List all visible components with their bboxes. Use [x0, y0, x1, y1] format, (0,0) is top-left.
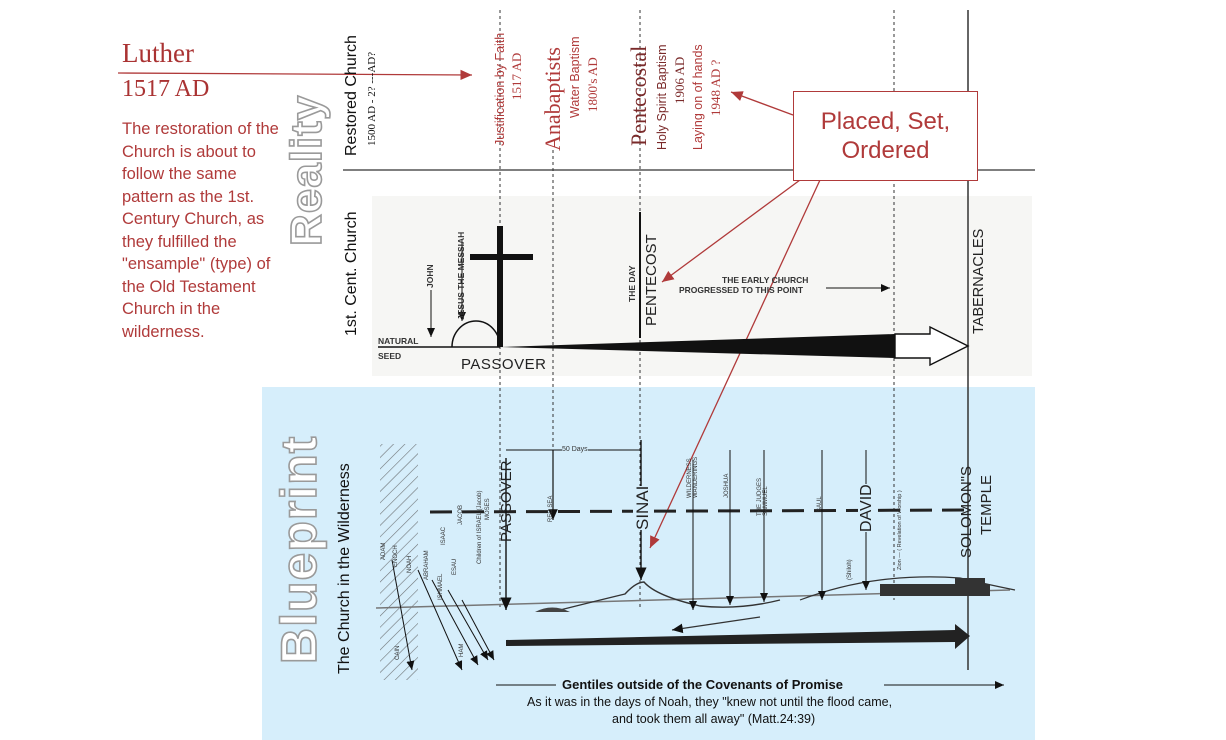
worship-label: Zion — ( Revelation of Worship )	[897, 490, 903, 570]
solomons-label: SOLOMON"S	[958, 465, 975, 558]
restoration-note: The restoration of the Church is about t…	[122, 120, 279, 341]
noah-quote-line-2: and took them all away" (Matt.24:39)	[612, 712, 816, 726]
water-baptism-label: Water Baptism	[568, 36, 582, 118]
pentecostal-year: 1906 AD	[672, 56, 687, 104]
patriarch-enoch: ENOCH	[393, 545, 399, 567]
sinai-mountain	[559, 581, 781, 611]
red-sea	[535, 607, 570, 612]
shiloh-label: (Shiloh)	[847, 559, 853, 580]
justification-year: 1517 AD	[509, 52, 524, 100]
callout-line-1: Placed, Set,	[820, 108, 951, 135]
church-in-wilderness-label: The Church in the Wilderness	[336, 463, 353, 674]
blueprint-label: Blueprint	[270, 435, 328, 665]
patriarch-cain: CAIN	[395, 645, 401, 660]
temple-label: TEMPLE	[978, 474, 995, 535]
patriarch-abraham: ABRAHAM	[424, 550, 430, 580]
callout-line-2: Ordered	[841, 137, 930, 164]
justification-label: Justification by Faith	[493, 32, 507, 146]
luther-arrow	[117, 69, 473, 81]
early-church-label-1: THE EARLY CHURCH	[722, 275, 809, 285]
jesus-label: JESUS THE MESSIAH	[456, 231, 466, 320]
david-label: DAVID	[858, 484, 876, 532]
the-day-label: THE DAY	[627, 265, 637, 302]
early-church-label-2: PROGRESSED TO THIS POINT	[679, 285, 804, 295]
john-label: JOHN	[425, 264, 435, 288]
judges-label: THE JUDGES SAMMUEL	[757, 477, 769, 516]
reality-label: Reality	[281, 94, 332, 247]
seed-label: SEED	[378, 351, 402, 361]
luther-year: 1517 AD	[122, 76, 210, 102]
fifty-days-label: 50 Days	[562, 446, 588, 453]
wilderness-dash-line	[429, 508, 971, 514]
patriarch-noah: NOAH	[407, 555, 413, 573]
tabernacles-label: TABERNACLES	[971, 228, 987, 334]
joshua-label: JOSHUA	[724, 473, 730, 498]
patriarch-isaac: ISAAC	[441, 526, 447, 545]
holy-spirit-baptism-label: Holy Spirit Baptism	[655, 44, 669, 150]
laying-on-hands-year: 1948 AD ?	[708, 59, 723, 116]
patriarch-ishmael: ISHMAEL	[438, 573, 444, 600]
sinai-label: SINAI	[633, 485, 653, 530]
red-sea-label: RED SEA	[548, 495, 554, 522]
patriarch-adam: ADAM	[381, 542, 387, 560]
luther-title: Luther	[122, 38, 194, 68]
anabaptists-label: Anabaptists	[540, 47, 565, 151]
saul-label: SAUL	[817, 496, 823, 512]
patriarch-ham: HAM	[459, 643, 465, 657]
laying-on-hands-label: Laying on of hands	[691, 44, 705, 150]
passover-label-bottom: PASSOVER	[498, 460, 515, 542]
patriarch-jacob: JACOB	[458, 504, 464, 525]
tomb-arc	[451, 320, 501, 348]
callout-arrow-pentecost	[661, 179, 801, 283]
hatched-wall	[380, 444, 418, 680]
patriarch-esau: ESAU	[452, 558, 458, 575]
gentiles-title: Gentiles outside of the Covenants of Pro…	[562, 677, 843, 692]
callout-arrow-sinai	[649, 179, 821, 549]
passover-label-top: PASSOVER	[461, 356, 547, 373]
progress-arrow-outline	[894, 325, 970, 367]
wilderness-big-arrow	[506, 624, 970, 649]
restored-church-dates: 1500 AD - 2? ---AD?	[366, 51, 378, 146]
callout-arrow-laying-hands	[730, 91, 794, 116]
patriarch-israel: Children of ISRAEL (Jacob)	[477, 490, 483, 564]
restored-church-label: Restored Church	[343, 35, 360, 156]
wanderings-label: WILDERNESS WANDERINGS	[687, 456, 699, 498]
anabaptists-year: 1800's AD	[585, 57, 600, 112]
cross-horizontal	[470, 254, 533, 260]
temple-buildings	[880, 584, 990, 596]
first-century-church-label: 1st. Cent. Church	[343, 211, 360, 337]
progress-wedge	[500, 334, 895, 358]
cross-vertical	[497, 226, 503, 347]
pentecost-label: PENTECOST	[643, 234, 660, 326]
patriarch-moses: MOSES	[485, 498, 491, 520]
pentecostal-label: Pentecostal	[626, 45, 651, 146]
placed-set-ordered-callout: Placed, Set, Ordered	[793, 91, 978, 181]
noah-quote-line-1: As it was in the days of Noah, they "kne…	[527, 695, 893, 709]
natural-label: NATURAL	[378, 336, 419, 346]
